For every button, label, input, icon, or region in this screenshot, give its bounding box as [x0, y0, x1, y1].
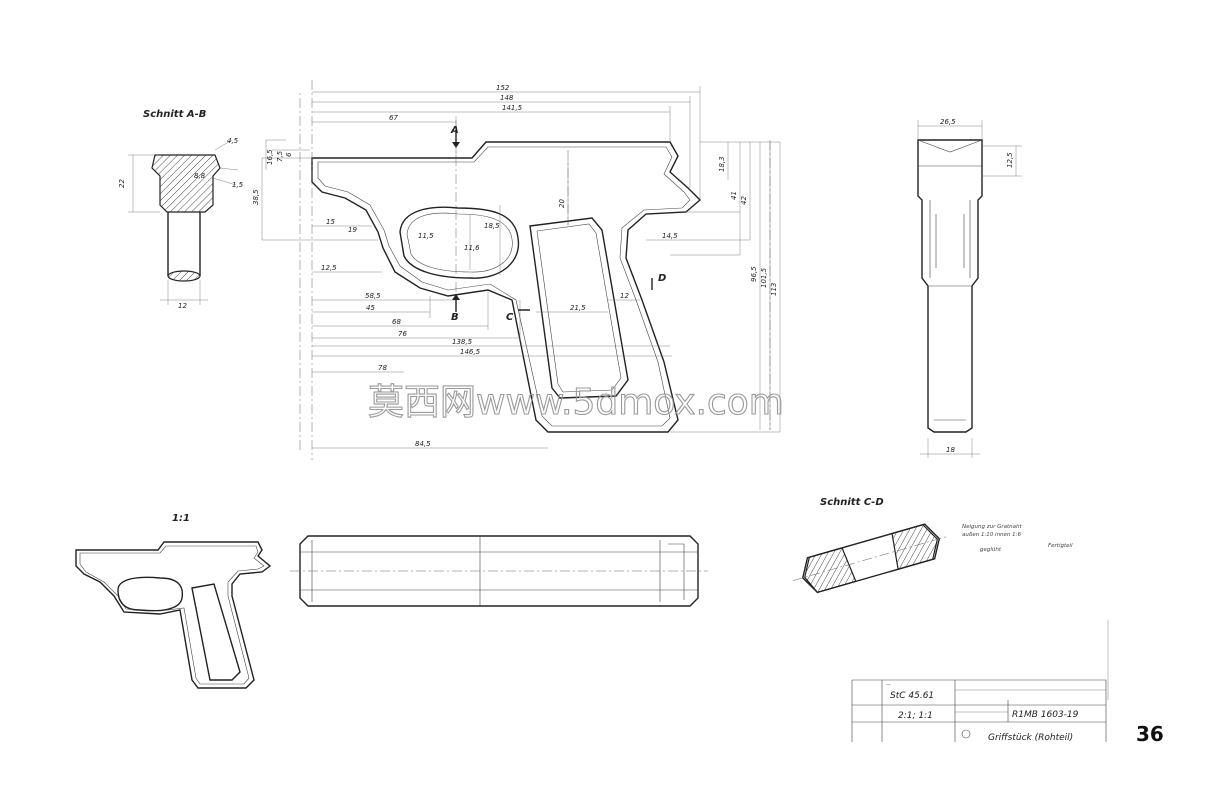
title-block-scale: 2:1; 1:1 — [898, 711, 933, 721]
section-ab-head — [151, 154, 221, 213]
dim-845: 84,5 — [415, 440, 431, 448]
dim-1015: 101,5 — [760, 267, 768, 288]
dim-20: 20 — [558, 199, 566, 208]
dim-42: 42 — [740, 196, 748, 205]
cd-note-4: Fertigteil — [1048, 543, 1073, 549]
dim-965: 96,5 — [750, 266, 758, 282]
cd-note-2: außen 1:10 innen 1:6 — [962, 532, 1022, 538]
cut-marker-a: A — [450, 125, 459, 136]
main-side-view: 152 148 141,5 67 58,5 45 68 76 138,5 146… — [252, 80, 781, 460]
dim-185: 18,5 — [484, 222, 500, 230]
dim-116: 11,6 — [464, 244, 480, 252]
dim-6: 6 — [285, 152, 293, 157]
section-ab-stem — [167, 212, 201, 276]
page-number: 36 — [1136, 722, 1164, 746]
end-view: 26,5 12,5 18 — [917, 118, 1022, 458]
dim-ab-15: 1,5 — [232, 181, 244, 189]
dim-75: 7,5 — [276, 150, 284, 162]
small-frame-outline — [75, 541, 272, 689]
frame-outline — [311, 141, 702, 433]
dim-1415: 141,5 — [502, 104, 523, 112]
svg-text:—: — — [886, 682, 891, 688]
dim-145: 14,5 — [662, 232, 678, 240]
dim-78: 78 — [378, 364, 387, 372]
dim-ab-22: 22 — [118, 179, 126, 188]
section-ab-label: Schnitt A-B — [143, 109, 206, 120]
trigger-guard-opening — [399, 206, 520, 279]
title-block-stamp — [961, 729, 971, 739]
dim-165: 16,5 — [266, 149, 274, 165]
title-block-drawing-number: R1MB 1603-19 — [1012, 710, 1079, 720]
section-cd-hatch-right — [891, 524, 939, 571]
scale-view-1-1: 1:1 — [75, 513, 272, 689]
dim-end-125: 12,5 — [1006, 152, 1014, 168]
dim-45: 45 — [366, 304, 375, 312]
title-block: — StC 45.61 2:1; 1:1 R1MB 1603-19 Griffs… — [851, 679, 1107, 743]
dim-ab-45: 4,5 — [227, 137, 239, 145]
grip-window — [529, 217, 629, 399]
section-ab-view: Schnitt A-B 22 12 4,5 1,5 8,8 — [118, 109, 244, 310]
dim-385: 38,5 — [252, 189, 260, 205]
dim-18: 18 — [946, 446, 955, 454]
dim-67: 67 — [389, 114, 398, 122]
dim-152: 152 — [496, 84, 510, 92]
dim-19: 19 — [348, 226, 357, 234]
title-block-material: StC 45.61 — [890, 691, 934, 701]
dim-15: 15 — [326, 218, 335, 226]
cut-marker-c: C — [506, 312, 514, 323]
frame-flange — [317, 146, 691, 427]
title-block-part-name: Griffstück (Rohteil) — [988, 733, 1073, 743]
cut-marker-b: B — [451, 312, 459, 323]
section-ab-stem-end — [167, 270, 201, 282]
top-view-outline — [299, 535, 699, 607]
dim-113: 113 — [770, 283, 778, 296]
dim-148: 148 — [500, 94, 514, 102]
dim-68: 68 — [392, 318, 401, 326]
top-view — [290, 535, 708, 607]
dim-ab-12: 12 — [178, 302, 187, 310]
section-cd-label: Schnitt C-D — [820, 497, 884, 508]
dim-125: 12,5 — [321, 264, 337, 272]
section-cd-view: Schnitt C-D Neigung zur Gratnaht außen 1… — [793, 497, 1073, 594]
scale-view-label: 1:1 — [172, 513, 190, 524]
dim-12: 12 — [620, 292, 629, 300]
dim-1385: 138,5 — [452, 338, 473, 346]
cd-note-3: geglüht — [980, 547, 1002, 553]
end-view-outline — [917, 139, 983, 433]
dim-ab-88: 8,8 — [194, 172, 206, 180]
dim-41: 41 — [730, 191, 738, 200]
dim-265: 26,5 — [940, 118, 956, 126]
small-grip-window — [191, 583, 241, 681]
watermark: 莫西网www.5dmox.com — [368, 382, 784, 423]
dim-1465: 146,5 — [460, 348, 481, 356]
dim-115: 11,5 — [418, 232, 434, 240]
dim-215: 21,5 — [570, 304, 586, 312]
dim-585: 58,5 — [365, 292, 381, 300]
small-trigger-guard — [117, 576, 184, 612]
dim-183: 18,3 — [718, 156, 726, 172]
cd-note-1: Neigung zur Gratnaht — [962, 524, 1023, 530]
dim-76: 76 — [398, 330, 407, 338]
cut-marker-d: D — [658, 273, 666, 284]
